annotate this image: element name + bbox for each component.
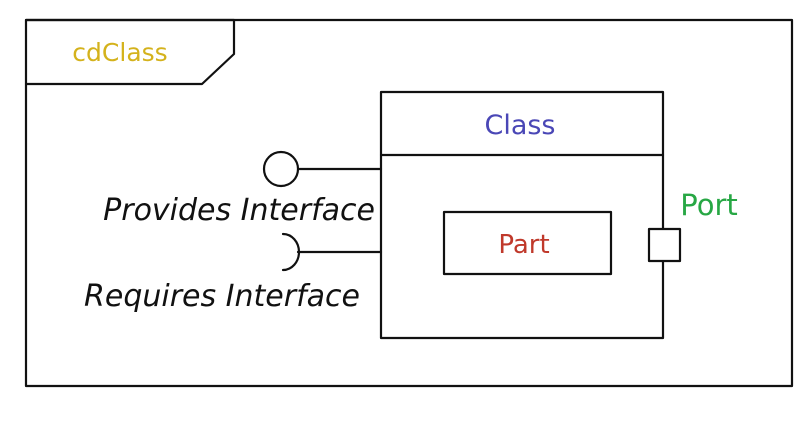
frame-name-tab bbox=[24, 18, 236, 86]
class-title: Class bbox=[484, 110, 555, 141]
part-label: Part bbox=[498, 230, 549, 260]
frame-name: cdClass bbox=[72, 38, 167, 67]
provides-interface-circle bbox=[262, 150, 300, 188]
provides-interface-label: Provides Interface bbox=[103, 193, 375, 228]
port-square bbox=[647, 227, 682, 263]
diagram-frame bbox=[24, 18, 794, 388]
port-label: Port bbox=[680, 188, 738, 222]
requires-interface-socket bbox=[281, 232, 301, 272]
requires-interface-label: Requires Interface bbox=[84, 279, 360, 314]
part-box bbox=[442, 210, 613, 276]
class-box bbox=[379, 90, 665, 340]
